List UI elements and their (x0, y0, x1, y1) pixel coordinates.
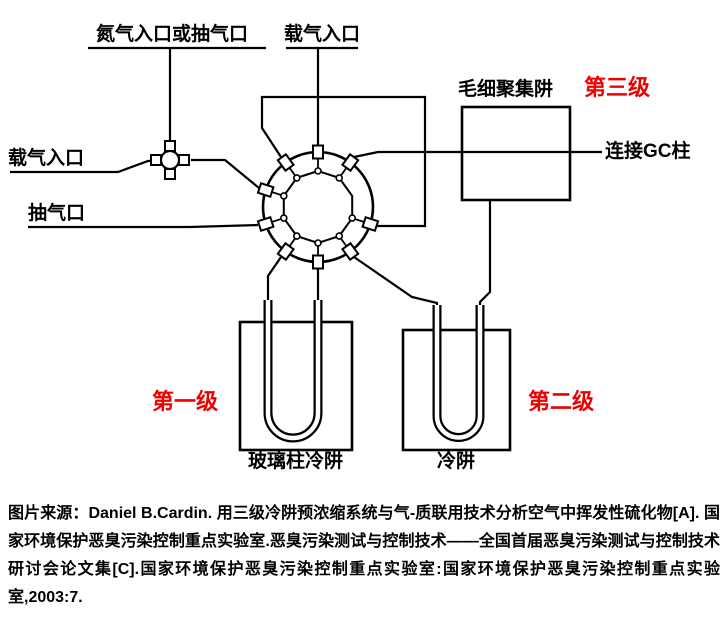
tee-to-valve-line (191, 158, 260, 189)
gc-column-line (353, 150, 602, 159)
rotary-valve (256, 144, 380, 270)
u-tube-stage1-bore (265, 300, 321, 441)
valve-rotor (282, 169, 354, 245)
label-stage-one: 第一级 (152, 389, 219, 414)
preconcentrator-diagram (10, 46, 602, 452)
trap2-right-connector (478, 200, 492, 308)
cold-trap-box (401, 328, 512, 452)
label-stage-two: 第二级 (528, 389, 595, 414)
trap1-left-connector (266, 256, 282, 303)
label-cold-trap: 冷阱 (437, 451, 476, 472)
pump-port-line (28, 223, 259, 229)
label-nitrogen-inlet: 氮气入口或抽气口 (96, 24, 249, 45)
capillary-trap-box (460, 105, 572, 202)
glass-trap-box (238, 320, 354, 452)
valve-ports (256, 144, 380, 270)
tee-fitting (150, 140, 190, 180)
u-tube-stage2 (432, 305, 485, 442)
caption-source: 图片来源：Daniel B.Cardin. 用三级冷阱预浓缩系统与气-质联用技术… (8, 505, 720, 606)
label-stage-three: 第三级 (584, 75, 651, 100)
label-connect-gc: 连接GC柱 (605, 141, 691, 162)
u-tube-stage2-bore (434, 305, 483, 440)
carrier-left-line (10, 159, 151, 174)
label-glass-column-trap: 玻璃柱冷阱 (248, 451, 344, 472)
label-carrier-gas-left: 载气入口 (8, 148, 85, 169)
nitrogen-inlet-line (88, 46, 266, 143)
label-pump-port: 抽气口 (28, 203, 86, 224)
label-carrier-gas-top: 载气入口 (284, 24, 361, 45)
trap2-left-connector (353, 256, 439, 308)
label-capillary-trap: 毛细聚集阱 (458, 79, 554, 100)
valve-rotor-ports (279, 167, 357, 247)
bypass-loop-line (260, 95, 427, 228)
